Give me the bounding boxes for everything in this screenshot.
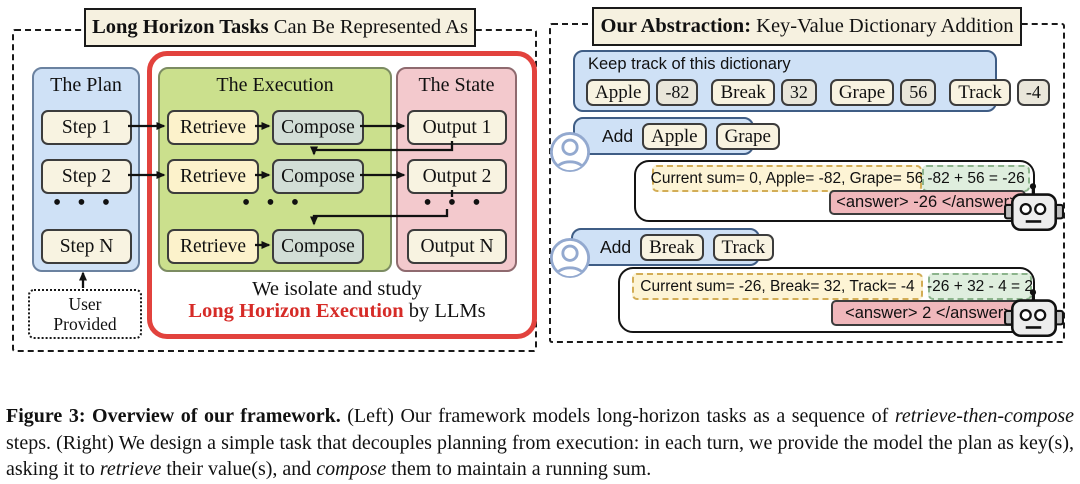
state-column-title: The State [418, 74, 495, 96]
caption-seg2: steps. (Right) We design a simple task t… [6, 405, 1080, 481]
state-output-n: Output N [407, 229, 507, 264]
dict-value-apple: -82 [656, 79, 699, 106]
dict-pair-break: Break 32 [711, 79, 817, 106]
left-title-bold: Long Horizon Tasks [92, 16, 269, 38]
plan-step-n: Step N [41, 229, 132, 264]
turn1-key-grape: Grape [715, 122, 780, 150]
turn1-answer: <answer> -26 </answer> [829, 190, 1026, 215]
plan-step-2: Step 2 [41, 159, 132, 194]
compose-box-2: Compose [272, 159, 364, 194]
user-provided-box: User Provided [28, 289, 142, 339]
compose-box-n: Compose [272, 229, 364, 264]
study-text-line1: We isolate and study [252, 278, 422, 300]
caption-italic1: retrieve-then-compose [894, 405, 1075, 427]
turn2-add-bubble: Add Break Track [571, 228, 775, 266]
retrieve-box-2: Retrieve [167, 159, 259, 194]
left-title-rest: Can Be Represented As [268, 16, 468, 38]
user-icon [549, 237, 591, 279]
long-horizon-execution-label: Long Horizon Execution [188, 300, 404, 322]
long-horizon-execution-highlight-box [147, 51, 537, 339]
dict-key-grape: Grape [829, 79, 895, 106]
robot-icon [1004, 289, 1064, 338]
turn1-add-label: Add [602, 125, 634, 146]
dict-key-apple: Apple [586, 79, 651, 106]
turn1-add-bubble: Add Apple Grape [573, 117, 780, 155]
plan-column-title: The Plan [50, 74, 122, 96]
turn2-key-break: Break [640, 233, 704, 261]
right-title-bold: Our Abstraction: [600, 15, 752, 37]
compose-box-1: Compose [272, 110, 364, 145]
dictionary-box: Keep track of this dictionary Apple -82 … [573, 50, 1050, 112]
retrieve-box-n: Retrieve [167, 229, 259, 264]
dict-key-track: Track [949, 79, 1011, 106]
caption-seg1: (Left) Our framework models long-horizon… [340, 405, 895, 427]
study-text-line2-rest: by LLMs [403, 300, 486, 322]
left-panel-title: Long Horizon Tasks Can Be Represented As [84, 8, 476, 47]
turn2-computation: -26 + 32 - 4 = 2 [927, 273, 1033, 300]
dict-pair-track: Track -4 [949, 79, 1050, 106]
caption-italic2: retrieve [99, 458, 162, 480]
user-provided-line1: User [68, 294, 102, 314]
dict-key-break: Break [711, 79, 775, 106]
dictionary-pairs: Apple -82 Break 32 Grape 56 Track -4 [586, 79, 1063, 106]
turn2-add-label: Add [600, 236, 632, 257]
turn1-context: Current sum= 0, Apple= -82, Grape= 56 [651, 165, 923, 192]
state-output-2: Output 2 [407, 159, 507, 194]
execution-ellipsis: • • • [241, 190, 305, 216]
user-icon [549, 131, 591, 173]
caption-figure-label: Figure 3: Overview of our framework. [6, 405, 341, 427]
study-text-line2: Long Horizon Execution by LLMs [147, 300, 527, 323]
robot-icon [1004, 183, 1064, 232]
execution-column-title: The Execution [216, 74, 334, 96]
caption-seg3: their value(s), and [161, 458, 317, 480]
plan-step-1: Step 1 [41, 110, 132, 145]
turn2-answer: <answer> 2 </answer> [831, 300, 1027, 326]
dictionary-label: Keep track of this dictionary [588, 55, 791, 73]
caption-italic3: compose [316, 458, 387, 480]
dict-pair-grape: Grape 56 [829, 79, 937, 106]
turn1-key-apple: Apple [642, 122, 707, 150]
turn1-computation: -82 + 56 = -26 [922, 165, 1030, 192]
dict-pair-apple: Apple -82 [586, 79, 699, 106]
turn2-context: Current sum= -26, Break= 32, Track= -4 [632, 273, 923, 300]
state-output-1: Output 1 [407, 110, 507, 145]
retrieve-box-1: Retrieve [167, 110, 259, 145]
dict-value-break: 32 [780, 79, 817, 106]
turn2-key-track: Track [712, 233, 775, 261]
caption-seg4: them to maintain a running sum. [386, 458, 652, 480]
plan-ellipsis: • • • [52, 190, 116, 216]
figure-caption: Figure 3: Overview of our framework. (Le… [6, 403, 1074, 483]
right-panel-title: Our Abstraction: Key-Value Dictionary Ad… [592, 7, 1022, 46]
state-ellipsis: • • • [423, 190, 486, 216]
right-title-rest: Key-Value Dictionary Addition [751, 15, 1014, 37]
dict-value-grape: 56 [900, 79, 937, 106]
user-provided-line2: Provided [53, 314, 117, 334]
dict-value-track: -4 [1016, 79, 1050, 106]
